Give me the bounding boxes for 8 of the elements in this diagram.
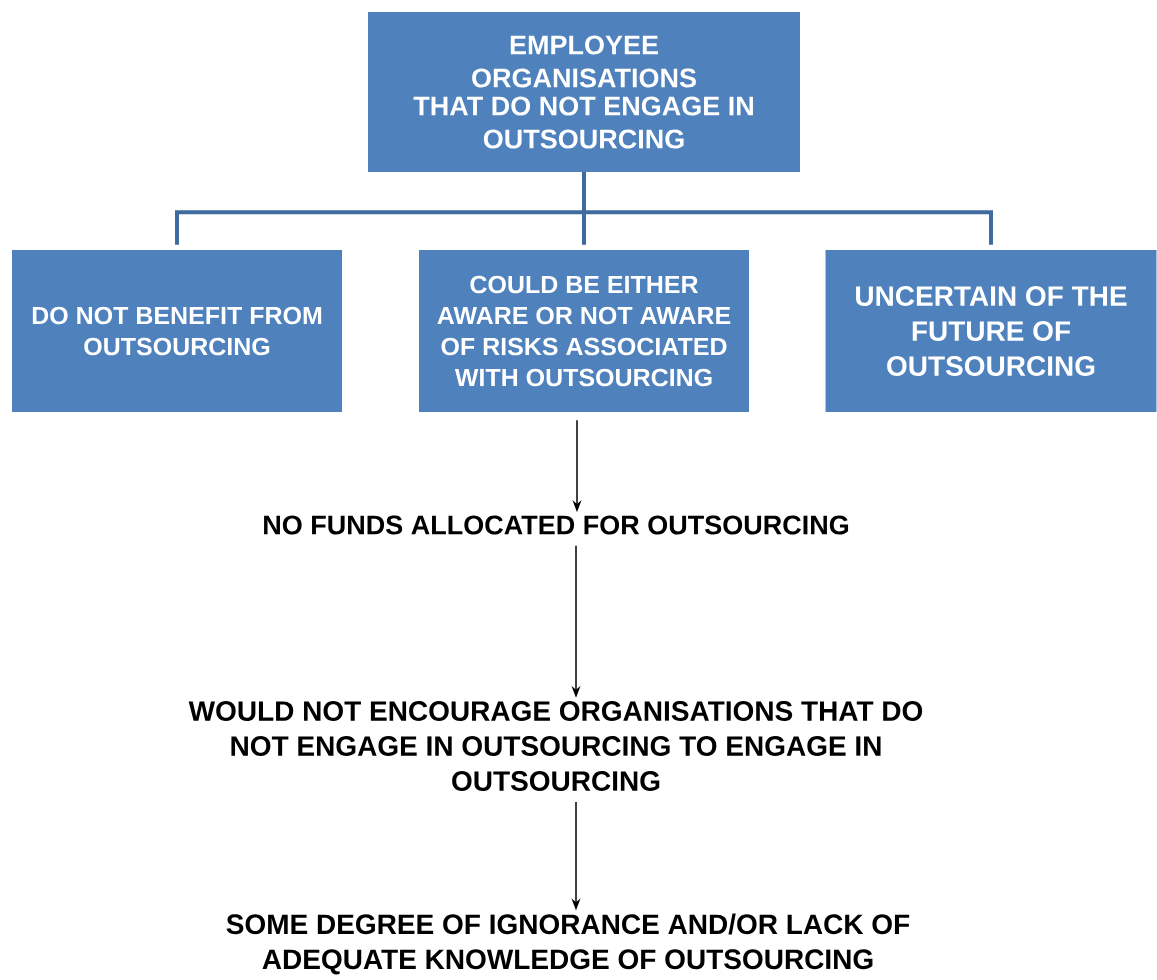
process-box: DO NOT BENEFIT FROM OUTSOURCING xyxy=(12,250,342,412)
process-box: UNCERTAIN OF THE FUTURE OF OUTSOURCING xyxy=(825,250,1157,412)
flow-text: NO FUNDS ALLOCATED FOR OUTSOURCING xyxy=(264,515,849,535)
flow-text: WOULD NOT ENCOURAGE ORGANISATIONS THAT DO NOT ENGAGE IN OUTSOURCING TO ENGAGE IN OUTSOURCING xyxy=(188,701,923,791)
flow-text: SOME DEGREE OF IGNORANCE AND/OR LACK OF ADEQUATE KNOWLEDGE OF OUTSOURCING xyxy=(226,913,910,975)
process-box: EMPLOYEE ORGANISATIONS THAT DO NOT ENGAGE IN OUTSOURCING xyxy=(368,12,800,172)
process-box: COULD BE EITHER AWARE OR NOT AWARE OF RISKS ASSOCIATED WITH OUTSOURCING xyxy=(419,250,749,412)
bracket-connector xyxy=(582,172,993,245)
